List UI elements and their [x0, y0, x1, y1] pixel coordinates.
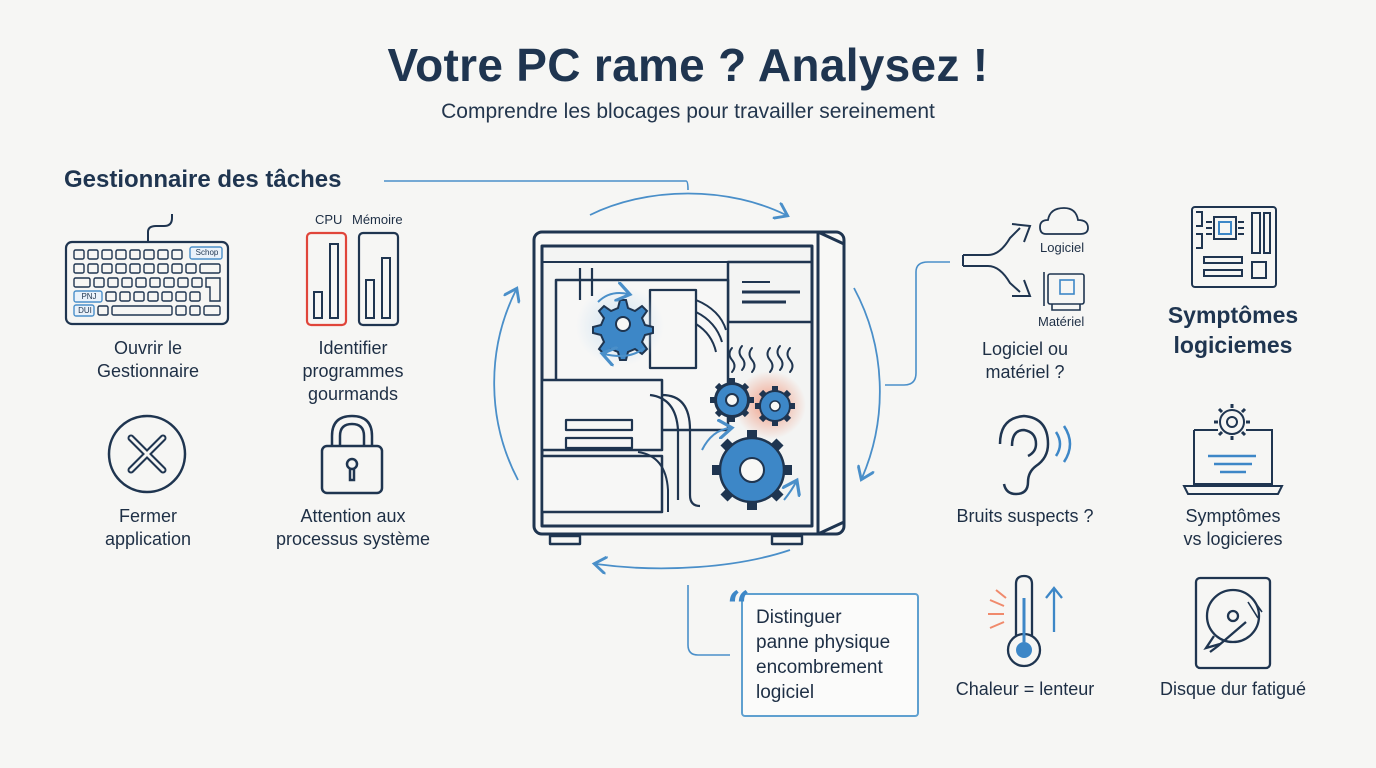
keyboard-key-label: DUI [78, 306, 92, 315]
hard-disk-icon [1194, 576, 1272, 670]
gear-icon [755, 386, 795, 426]
item-system-processes-label: Attention aux processus système [275, 506, 431, 549]
keyboard-key-label: PNJ [81, 292, 97, 301]
connector-quote [687, 585, 730, 656]
software-label: Logiciel [1040, 240, 1085, 255]
bar-meter-icon [305, 231, 400, 327]
item-software-or-hardware-label: Logiciel ou matériel ? [981, 339, 1069, 382]
page-subtitle: Comprendre les blocages pour travailler … [441, 100, 935, 123]
cloud-icon [1039, 207, 1089, 235]
item-software-symptoms-title: Symptômes logiciemes [1167, 302, 1299, 358]
item-tired-disk-label: Disque dur fatigué [1159, 679, 1307, 699]
page-title: Votre PC rame ? Analysez ! [387, 39, 989, 91]
thermometer-icon [988, 574, 1063, 668]
keyboard-icon [64, 214, 230, 326]
connector-line [384, 180, 689, 191]
cycle-arrows [493, 192, 881, 568]
item-symptoms-vs-software-label: Symptômes vs logicieres [1183, 506, 1283, 549]
item-close-app-label: Fermer application [104, 506, 192, 549]
quote-icon: “ [727, 583, 751, 630]
gear-icon [710, 378, 754, 422]
rotation-arrows [597, 293, 796, 501]
item-suspicious-noise-label: Bruits suspects ? [956, 506, 1094, 526]
gear-icon [712, 430, 792, 510]
laptop-gear-icon [1182, 404, 1284, 495]
quote-text: Distinguer panne physique encombrement l… [756, 607, 891, 703]
cpu-label: CPU [315, 212, 343, 227]
item-open-manager-label: Ouvrir le Gestionnaire [96, 338, 200, 381]
item-identify-programs-label: Identifier programmes gourmands [302, 338, 404, 404]
padlock-icon [320, 414, 384, 495]
close-circle-icon [107, 414, 187, 494]
gear-icon [592, 299, 654, 361]
item-heat-slowness-label: Chaleur = lenteur [955, 679, 1095, 699]
section-title: Gestionnaire des tâches [64, 166, 342, 193]
memory-label: Mémoire [352, 212, 403, 227]
connector-right [885, 261, 950, 386]
heat-waves [728, 345, 794, 373]
keyboard-key-label: Schop [195, 248, 219, 257]
motherboard-icon [1191, 206, 1277, 288]
hardware-label: Matériel [1038, 314, 1085, 329]
hardware-card-icon [1043, 272, 1085, 311]
split-arrow-icon [962, 223, 1032, 297]
quote-box [741, 593, 919, 717]
ear-icon [998, 414, 1072, 496]
